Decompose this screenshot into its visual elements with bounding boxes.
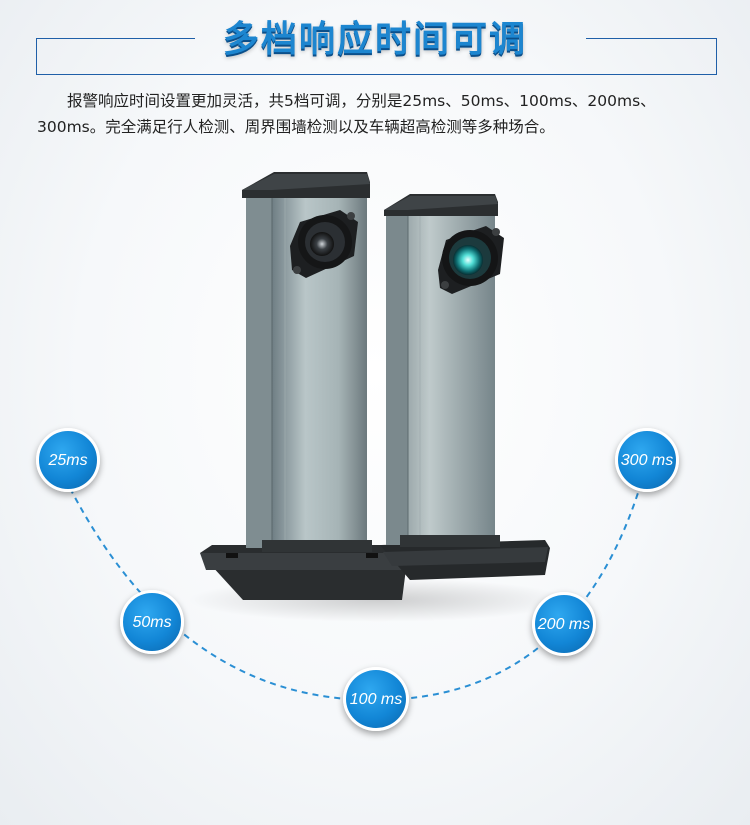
header-frame-right <box>586 38 717 75</box>
level-100ms-badge: 100 ms <box>343 667 409 731</box>
description-text: 报警响应时间设置更加灵活，共5档可调，分别是25ms、50ms、100ms、20… <box>37 92 656 136</box>
level-200ms-badge: 200 ms <box>532 592 596 656</box>
level-50ms-badge: 50ms <box>120 590 184 654</box>
header-frame-bottom <box>36 74 717 75</box>
header: 多档响应时间可调 <box>0 10 750 62</box>
level-300ms-badge: 300 ms <box>615 428 679 492</box>
timeline-arc <box>69 469 646 702</box>
page-title: 多档响应时间可调 <box>222 19 527 60</box>
left-lens <box>310 232 334 256</box>
right-pillar-body <box>386 210 495 545</box>
header-frame-left <box>36 38 195 75</box>
right-lens <box>453 245 483 275</box>
level-25ms-badge: 25ms <box>36 428 100 492</box>
left-pillar-body <box>272 190 367 548</box>
